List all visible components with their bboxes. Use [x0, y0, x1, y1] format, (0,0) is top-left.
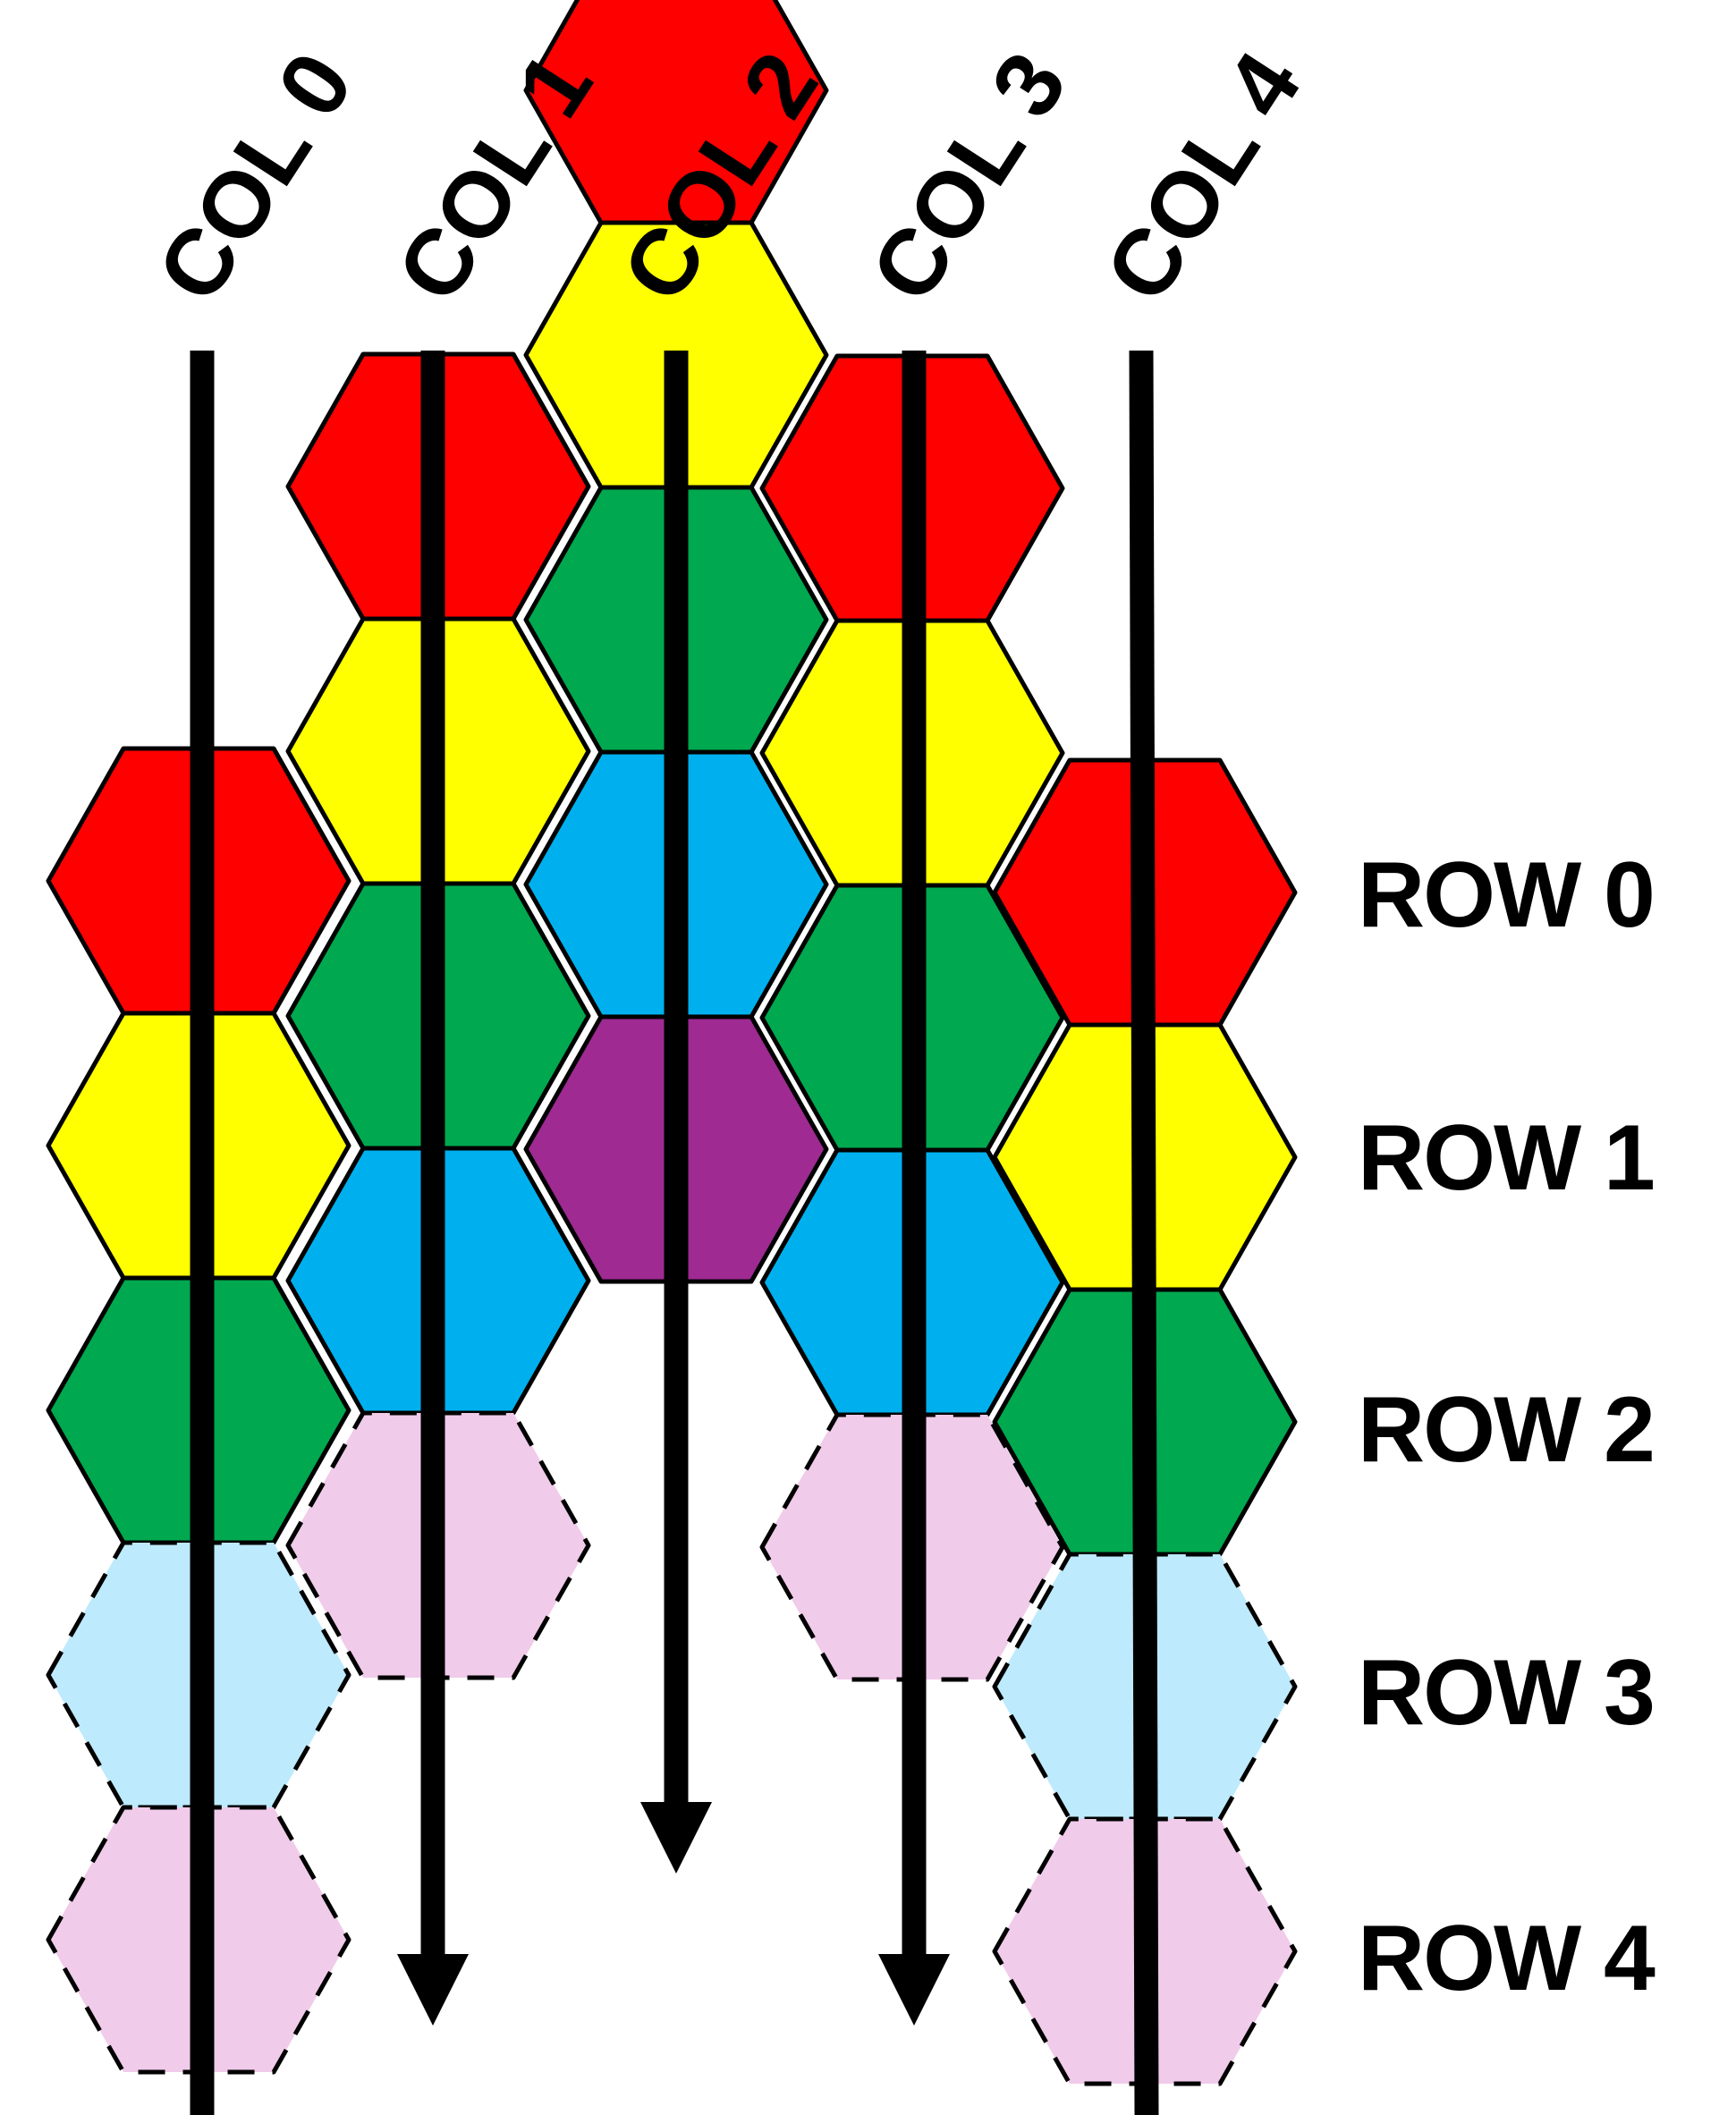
col-label-0: COL 0 [138, 35, 373, 319]
col-label-3: COL 3 [851, 35, 1087, 319]
column-lines-layer [190, 350, 1159, 2115]
row-label-2: ROW 2 [1358, 1378, 1654, 1482]
col-line-4 [1129, 350, 1159, 2115]
col-arrowhead-3 [878, 1954, 950, 2026]
row-label-4: ROW 4 [1358, 1907, 1656, 2010]
col-arrowhead-1 [397, 1954, 469, 2026]
row-label-3: ROW 3 [1358, 1641, 1654, 1745]
row-label-1: ROW 1 [1358, 1106, 1654, 1210]
row-labels: ROW 0 ROW 1 ROW 2 ROW 3 ROW 4 [1358, 843, 1657, 2010]
row-label-0: ROW 0 [1358, 843, 1654, 947]
col-label-4: COL 4 [1086, 35, 1321, 320]
col-arrowhead-2 [640, 1802, 712, 1874]
